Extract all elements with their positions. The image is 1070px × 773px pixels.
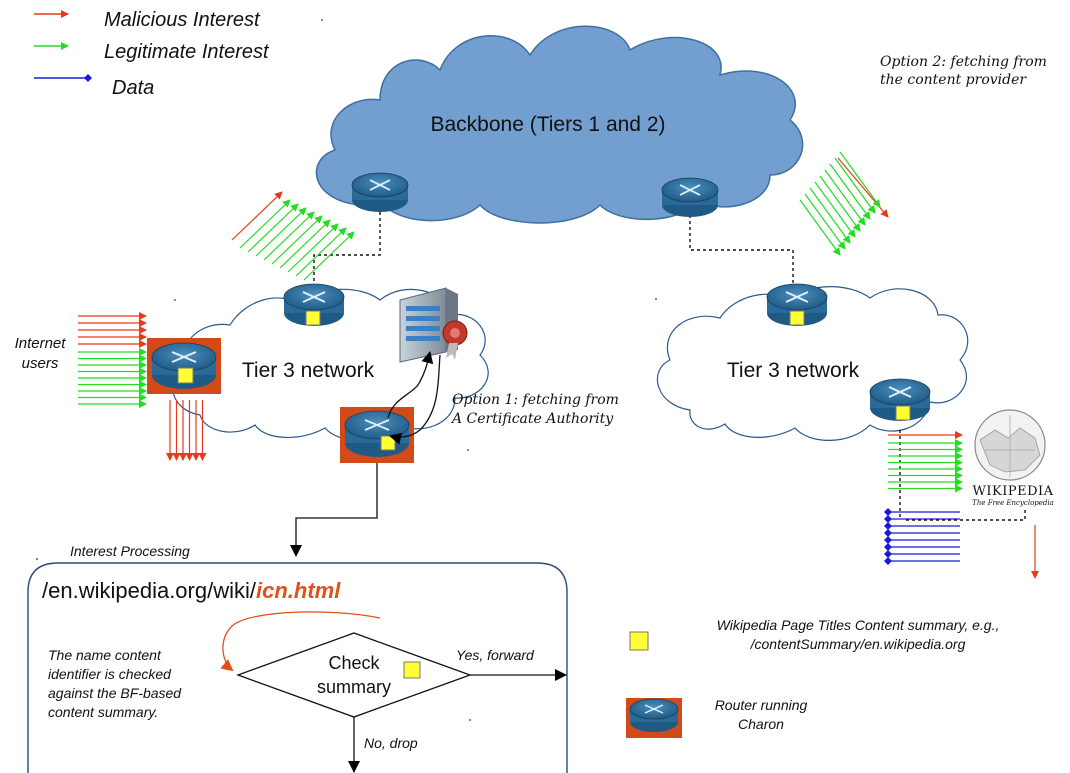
url-file: icn.html bbox=[256, 578, 341, 603]
legitimate-interest-arrow bbox=[809, 187, 851, 244]
backbone-label: Backbone (Tiers 1 and 2) bbox=[430, 113, 665, 136]
legend-malicious-label: Malicious Interest bbox=[104, 9, 261, 31]
processing-title: Interest Processing bbox=[70, 543, 190, 559]
summary-icon bbox=[305, 310, 321, 326]
summary-icon bbox=[895, 405, 911, 421]
legitimate-interest-arrow bbox=[819, 175, 861, 232]
backbone-cloud: Backbone (Tiers 1 and 2) bbox=[315, 25, 804, 224]
processing-panel: /en.wikipedia.org/wiki/icn.html The name… bbox=[27, 562, 568, 773]
charon-router-edge-bottom bbox=[340, 407, 414, 463]
legitimate-interest-arrow bbox=[239, 199, 291, 249]
legitimate-interest-arrow bbox=[295, 227, 347, 277]
router-tier3-right-top bbox=[766, 283, 828, 326]
yes-forward-label: Yes, forward bbox=[456, 647, 535, 663]
legitimate-interest-arrow bbox=[829, 163, 871, 220]
legend-legitimate-label: Legitimate Interest bbox=[104, 41, 270, 63]
key-summary-icon bbox=[629, 631, 649, 651]
key-summary-label: Wikipedia Page Titles Content summary, e… bbox=[717, 617, 1000, 652]
url-prefix: /en.wikipedia.org/wiki/ bbox=[42, 578, 257, 603]
fetch-arrow-from-ca bbox=[389, 354, 441, 445]
wikipedia-tagline: The Free Encyclopedia bbox=[972, 499, 1054, 507]
key-charon-router-icon bbox=[626, 698, 682, 738]
legend: Malicious Interest Legitimate Interest D… bbox=[34, 9, 270, 99]
fetch-arrow-to-ca bbox=[387, 351, 434, 419]
legitimate-interest-arrow bbox=[303, 231, 355, 281]
legitimate-interest-arrow bbox=[804, 193, 846, 250]
malicious-interest-arrow bbox=[231, 191, 283, 241]
legitimate-interest-arrow bbox=[271, 215, 323, 265]
legitimate-interest-arrow bbox=[834, 157, 876, 214]
router-tier3-left-top bbox=[283, 283, 345, 326]
wikipedia-logo: Wikipedia The Free Encyclopedia bbox=[972, 409, 1054, 507]
summary-icon bbox=[789, 310, 805, 326]
backbone-cloud-shape bbox=[315, 25, 804, 224]
malicious-interest-arrow bbox=[837, 157, 889, 218]
legitimate-interest-arrow bbox=[824, 169, 866, 226]
summary-icon bbox=[380, 435, 396, 451]
router-backbone-left bbox=[351, 172, 409, 212]
legitimate-interest-arrow bbox=[247, 203, 299, 253]
legitimate-interest-arrow bbox=[263, 211, 315, 261]
no-drop-label: No, drop bbox=[364, 735, 418, 751]
link-backbone-left bbox=[313, 212, 381, 290]
charon-router-edge-left bbox=[147, 338, 221, 394]
stray-dots bbox=[36, 19, 657, 721]
legitimate-interest-arrow bbox=[799, 199, 841, 256]
summary-icon bbox=[403, 661, 421, 679]
router-tier3-right-edge bbox=[869, 378, 931, 421]
legitimate-interest-arrow bbox=[839, 151, 881, 208]
key: Wikipedia Page Titles Content summary, e… bbox=[626, 617, 999, 738]
wikipedia-wordmark: Wikipedia bbox=[972, 484, 1053, 499]
link-wikipedia-router bbox=[905, 510, 1026, 521]
legitimate-interest-arrow bbox=[255, 207, 307, 257]
link-backbone-right bbox=[689, 215, 794, 290]
legitimate-interest-arrow bbox=[287, 223, 339, 273]
arrow-bundles bbox=[78, 151, 1039, 579]
certificate-server-icon bbox=[399, 287, 468, 363]
legend-data-label: Data bbox=[112, 77, 154, 99]
legitimate-interest-arrow bbox=[814, 181, 856, 238]
legitimate-interest-arrow bbox=[279, 219, 331, 269]
name-check-arrow bbox=[220, 611, 381, 672]
url-path: /en.wikipedia.org/wiki/icn.html bbox=[42, 578, 341, 603]
tier3-right-label: Tier 3 network bbox=[727, 359, 860, 382]
processing-connector-arrow bbox=[290, 463, 378, 557]
summary-icon bbox=[177, 367, 194, 384]
tier3-left-label: Tier 3 network bbox=[242, 359, 375, 382]
router-backbone-right bbox=[661, 177, 719, 217]
